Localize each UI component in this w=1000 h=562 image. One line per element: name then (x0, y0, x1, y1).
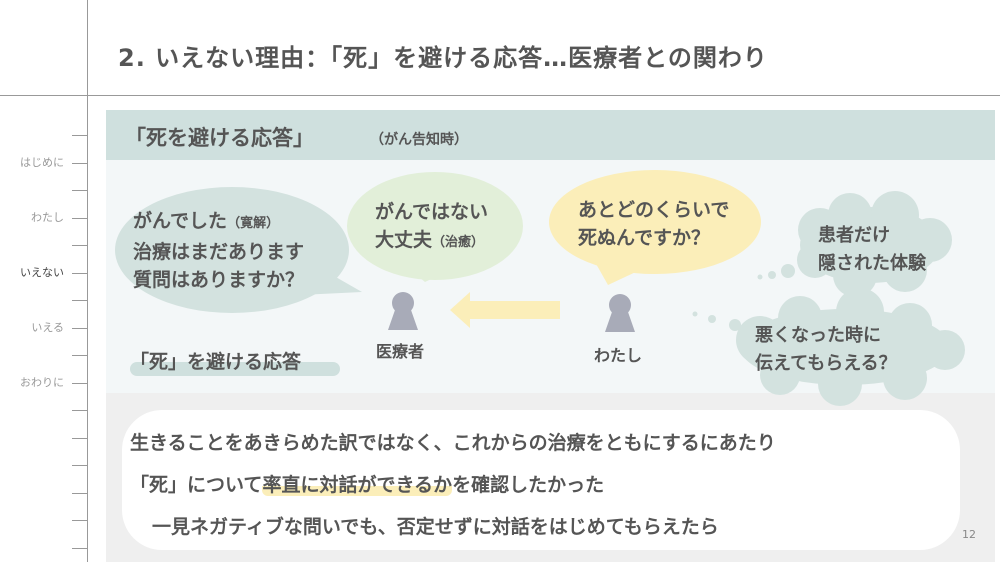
nav-tick (72, 355, 87, 356)
nav-tick (72, 437, 87, 439)
bubble-left-line1: がんでした (133, 210, 228, 232)
bubble-left-line3: 質問はありますか？ (133, 269, 305, 291)
bubble-left-text: がんでした（寛解） 治療はまだあります 質問はありますか？ (133, 207, 304, 294)
nav-item-hajimeni[interactable]: はじめに (20, 156, 64, 169)
nav-tick (72, 465, 87, 466)
nav-item-ienai[interactable]: いえない (20, 266, 64, 279)
nav-tick (72, 162, 87, 164)
bubble-green-line1: がんではない (375, 201, 489, 223)
person-icon-me (605, 294, 635, 332)
cloud-top-line1: 患者だけ (818, 225, 890, 246)
arrow-left-icon (450, 292, 560, 328)
cloud-top-line2: 隠された体験 (818, 253, 926, 274)
avoid-label-highlight (130, 362, 340, 376)
nav-item-owarini[interactable]: おわりに (20, 376, 64, 389)
thought-cloud-bottom (692, 288, 965, 406)
nav-tick (72, 190, 87, 191)
nav-tick (72, 245, 87, 246)
bubble-yellow-text: あとどのくらいで 死ぬんですか？ (578, 196, 729, 252)
nav-tick (72, 410, 87, 411)
summary-box (122, 410, 960, 550)
nav-tick (72, 217, 87, 219)
panel-header-title: 「死を避ける応答」 (125, 126, 314, 150)
nav-tick (72, 547, 87, 549)
nav-tick (72, 520, 87, 521)
panel-header-subtitle: （がん告知時） (370, 132, 468, 148)
nav-tick (72, 327, 87, 329)
nav-tick (72, 492, 87, 494)
summary-line1: 生きることをあきらめた訳ではなく、これからの治療をともにするにあたり (130, 432, 776, 454)
nav-tick (72, 300, 87, 301)
cloud-bottom-line1: 悪くなった時に (755, 325, 881, 346)
summary-highlight: 率直に対話ができるか (262, 474, 453, 496)
person-label-me: わたし (594, 346, 643, 365)
summary-line3: 一見ネガティブな問いでも、否定せずに対話をはじめてもらえたら (152, 516, 719, 538)
speech-bubble-yellow (549, 170, 761, 285)
nav-item-ieru[interactable]: いえる (31, 321, 64, 334)
thought-cloud-top (757, 191, 952, 297)
nav-tick (72, 382, 87, 384)
nav-item-watashi[interactable]: わたし (31, 211, 64, 224)
header-divider (0, 95, 1000, 96)
avoid-label: 「死」を避ける応答 (130, 351, 302, 373)
cloud-bottom-text: 悪くなった時に 伝えてもらえる？ (755, 322, 897, 378)
cloud-top-text: 患者だけ 隠された体験 (818, 222, 926, 278)
cloud-bottom-line2: 伝えてもらえる？ (755, 353, 897, 374)
nav-tick (72, 272, 87, 274)
person-icon-doctor (388, 292, 418, 330)
bubble-green-line2: 大丈夫 (375, 229, 433, 251)
summary-line2-c: を確認したかった (452, 474, 605, 496)
person-label-doctor: 医療者 (376, 342, 425, 361)
bubble-green-note: （治癒） (432, 235, 485, 250)
panel-header (106, 110, 995, 160)
bubble-yellow-line2: 死ぬんですか？ (578, 227, 711, 249)
bubble-yellow-line1: あとどのくらいで (578, 199, 730, 221)
bubble-left-line2: 治療はまだあります (133, 241, 305, 263)
summary-line2-a: 「死」について (130, 474, 263, 496)
page-number: 12 (962, 528, 976, 541)
nav-tick (72, 135, 87, 136)
bubble-left-note: （寛解） (227, 216, 280, 231)
speech-bubble-left (115, 187, 362, 313)
nav-rail-line (87, 0, 88, 562)
bubble-green-text: がんではない 大丈夫（治癒） (375, 198, 488, 257)
page-title: 2. いえない理由：「死」を避ける応答…医療者との関わり (118, 44, 768, 72)
speech-bubble-green (347, 172, 523, 282)
summary-line2: 「死」について率直に対話ができるかを確認したかった (130, 470, 604, 497)
